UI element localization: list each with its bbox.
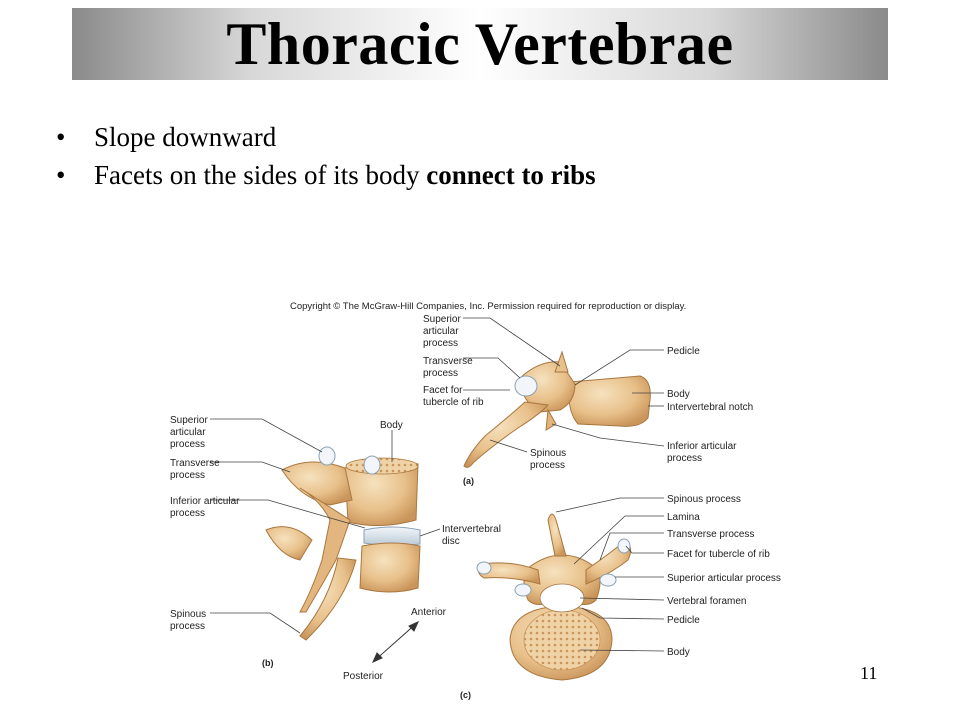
label-c-lamina: Lamina bbox=[667, 512, 700, 523]
label-b-body: Body bbox=[380, 420, 403, 431]
title-bar: Thoracic Vertebrae bbox=[72, 8, 888, 80]
label-a-superior-articular: articular bbox=[423, 326, 459, 337]
label-a-inferior-articular: process bbox=[667, 453, 702, 464]
panel-c-drawing bbox=[476, 513, 632, 681]
panel-c-tag: (c) bbox=[460, 690, 471, 700]
panel-c-leaders bbox=[555, 497, 665, 652]
label-a-superior-articular: Superior bbox=[423, 314, 461, 325]
label-b-inferior-articular: Inferior articular bbox=[170, 496, 240, 507]
bullet-text: Slope downward bbox=[94, 122, 277, 152]
panel-a-drawing bbox=[463, 350, 651, 468]
bullet-item: Slope downward bbox=[56, 118, 596, 156]
panel-a-leaders bbox=[463, 317, 665, 453]
label-c-pedicle: Pedicle bbox=[667, 615, 700, 626]
label-b-spinous: process bbox=[170, 621, 205, 632]
label-a-intervertebral-notch: Intervertebral notch bbox=[667, 402, 753, 413]
slide-title: Thoracic Vertebrae bbox=[226, 10, 734, 77]
panel-a-tag: (a) bbox=[463, 476, 474, 486]
posterior-anterior-arrow bbox=[372, 621, 419, 663]
label-a-transverse: process bbox=[423, 368, 458, 379]
label-b-superior-articular: process bbox=[170, 439, 205, 450]
panel-b-drawing bbox=[265, 446, 421, 641]
label-b-transverse: process bbox=[170, 470, 205, 481]
label-a-body: Body bbox=[667, 389, 690, 400]
panel-b-leaders bbox=[210, 418, 441, 634]
label-a-facet: tubercle of rib bbox=[423, 397, 484, 408]
label-b-inferior-articular: process bbox=[170, 508, 205, 519]
bullet-item: Facets on the sides of its body connect … bbox=[56, 156, 596, 194]
label-c-vertebral-foramen: Vertebral foramen bbox=[667, 596, 747, 607]
label-a-spinous: Spinous bbox=[530, 448, 566, 459]
label-b-superior-articular: articular bbox=[170, 427, 206, 438]
label-a-pedicle: Pedicle bbox=[667, 346, 700, 357]
label-anterior: Anterior bbox=[411, 607, 447, 618]
label-c-transverse: Transverse process bbox=[667, 529, 754, 540]
label-a-transverse: Transverse bbox=[423, 356, 473, 367]
bullet-text: Facets on the sides of its body bbox=[94, 160, 427, 190]
label-b-disc: Intervertebral bbox=[442, 524, 501, 535]
label-b-transverse: Transverse bbox=[170, 458, 220, 469]
label-b-spinous: Spinous bbox=[170, 609, 206, 620]
bullet-list: Slope downward Facets on the sides of it… bbox=[56, 118, 596, 194]
label-a-inferior-articular: Inferior articular bbox=[667, 441, 737, 452]
page-number: 11 bbox=[860, 663, 878, 683]
label-c-body: Body bbox=[667, 647, 690, 658]
label-posterior: Posterior bbox=[343, 671, 384, 682]
label-a-spinous: process bbox=[530, 460, 565, 471]
label-c-facet: Facet for tubercle of rib bbox=[667, 549, 770, 560]
copyright-text: Copyright © The McGraw-Hill Companies, I… bbox=[290, 301, 686, 312]
label-b-superior-articular: Superior bbox=[170, 415, 208, 426]
panel-b-tag: (b) bbox=[262, 658, 274, 668]
label-a-facet: Facet for bbox=[423, 385, 463, 396]
label-c-spinous: Spinous process bbox=[667, 494, 741, 505]
bullet-bold-text: connect to ribs bbox=[426, 160, 596, 190]
label-b-disc: disc bbox=[442, 536, 460, 547]
label-c-superior-articular: Superior articular process bbox=[667, 573, 781, 584]
label-a-superior-articular: process bbox=[423, 338, 458, 349]
